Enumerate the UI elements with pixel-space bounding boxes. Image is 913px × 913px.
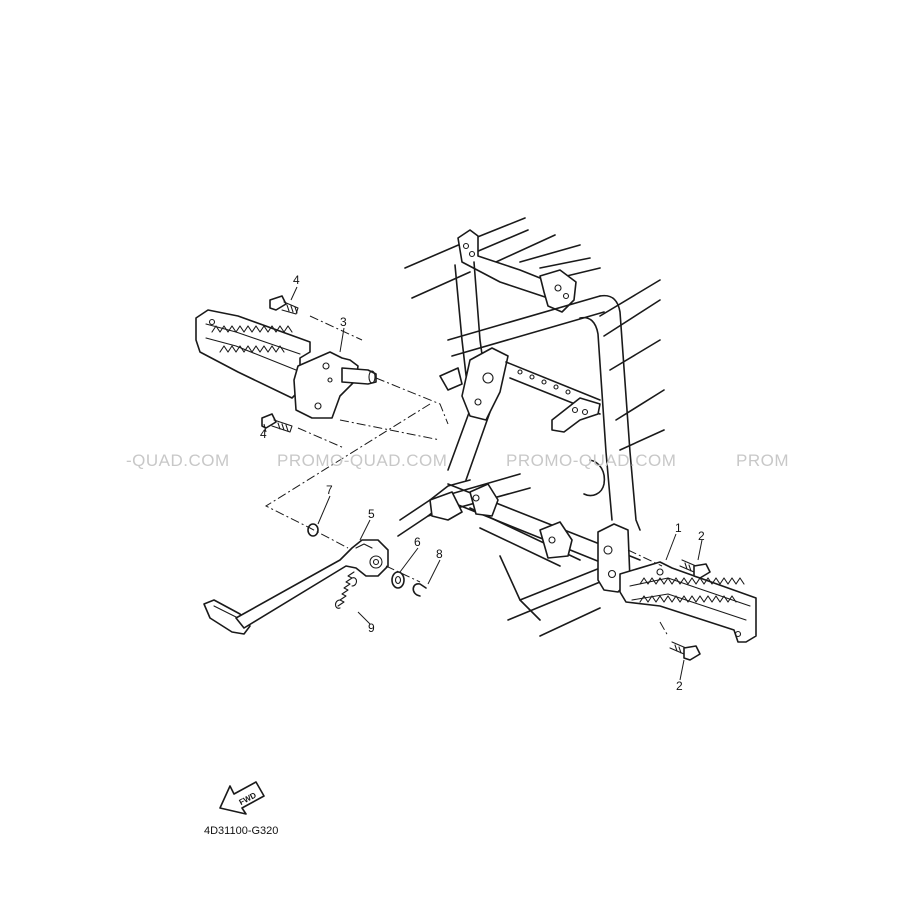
callout-5: 5 [368, 507, 375, 521]
watermark: -QUAD.COM PROMO-QUAD.COM PROMO-QUAD.COM … [126, 451, 789, 470]
frame [397, 217, 665, 637]
drawing-code: 4D31100-G320 [204, 825, 278, 837]
callouts: 1 2 2 3 4 4 5 6 7 8 9 [260, 273, 705, 693]
callout-2-lower: 2 [676, 679, 683, 693]
bolt-4-lower [261, 413, 293, 433]
bolt-2-upper [679, 559, 711, 579]
bolt-2-lower [669, 641, 701, 661]
left-footrest [195, 309, 311, 399]
watermark-text: PROM [736, 451, 789, 470]
footrest-bracket-3 [293, 351, 377, 419]
callout-4-upper: 4 [293, 273, 300, 287]
callout-4-lower: 4 [260, 427, 267, 441]
clip-8 [412, 583, 427, 597]
spring-9 [334, 571, 358, 609]
callout-7: 7 [326, 483, 333, 497]
callout-6: 6 [414, 535, 421, 549]
watermark-text: -QUAD.COM [126, 451, 230, 470]
assembly-lines [264, 315, 669, 637]
brake-pedal-5 [203, 539, 389, 635]
washer-6 [391, 571, 405, 589]
callout-8: 8 [436, 547, 443, 561]
watermark-text: PROMO-QUAD.COM [506, 451, 676, 470]
callout-9: 9 [368, 621, 375, 635]
leader-lines [263, 286, 703, 681]
callout-3: 3 [340, 315, 347, 329]
right-footrest-1 [619, 561, 757, 643]
bolt-4-upper [269, 295, 299, 315]
watermark-text: PROMO-QUAD.COM [277, 451, 447, 470]
fwd-arrow-icon: FWD [219, 781, 265, 815]
callout-2-upper: 2 [698, 529, 705, 543]
callout-1: 1 [675, 521, 682, 535]
